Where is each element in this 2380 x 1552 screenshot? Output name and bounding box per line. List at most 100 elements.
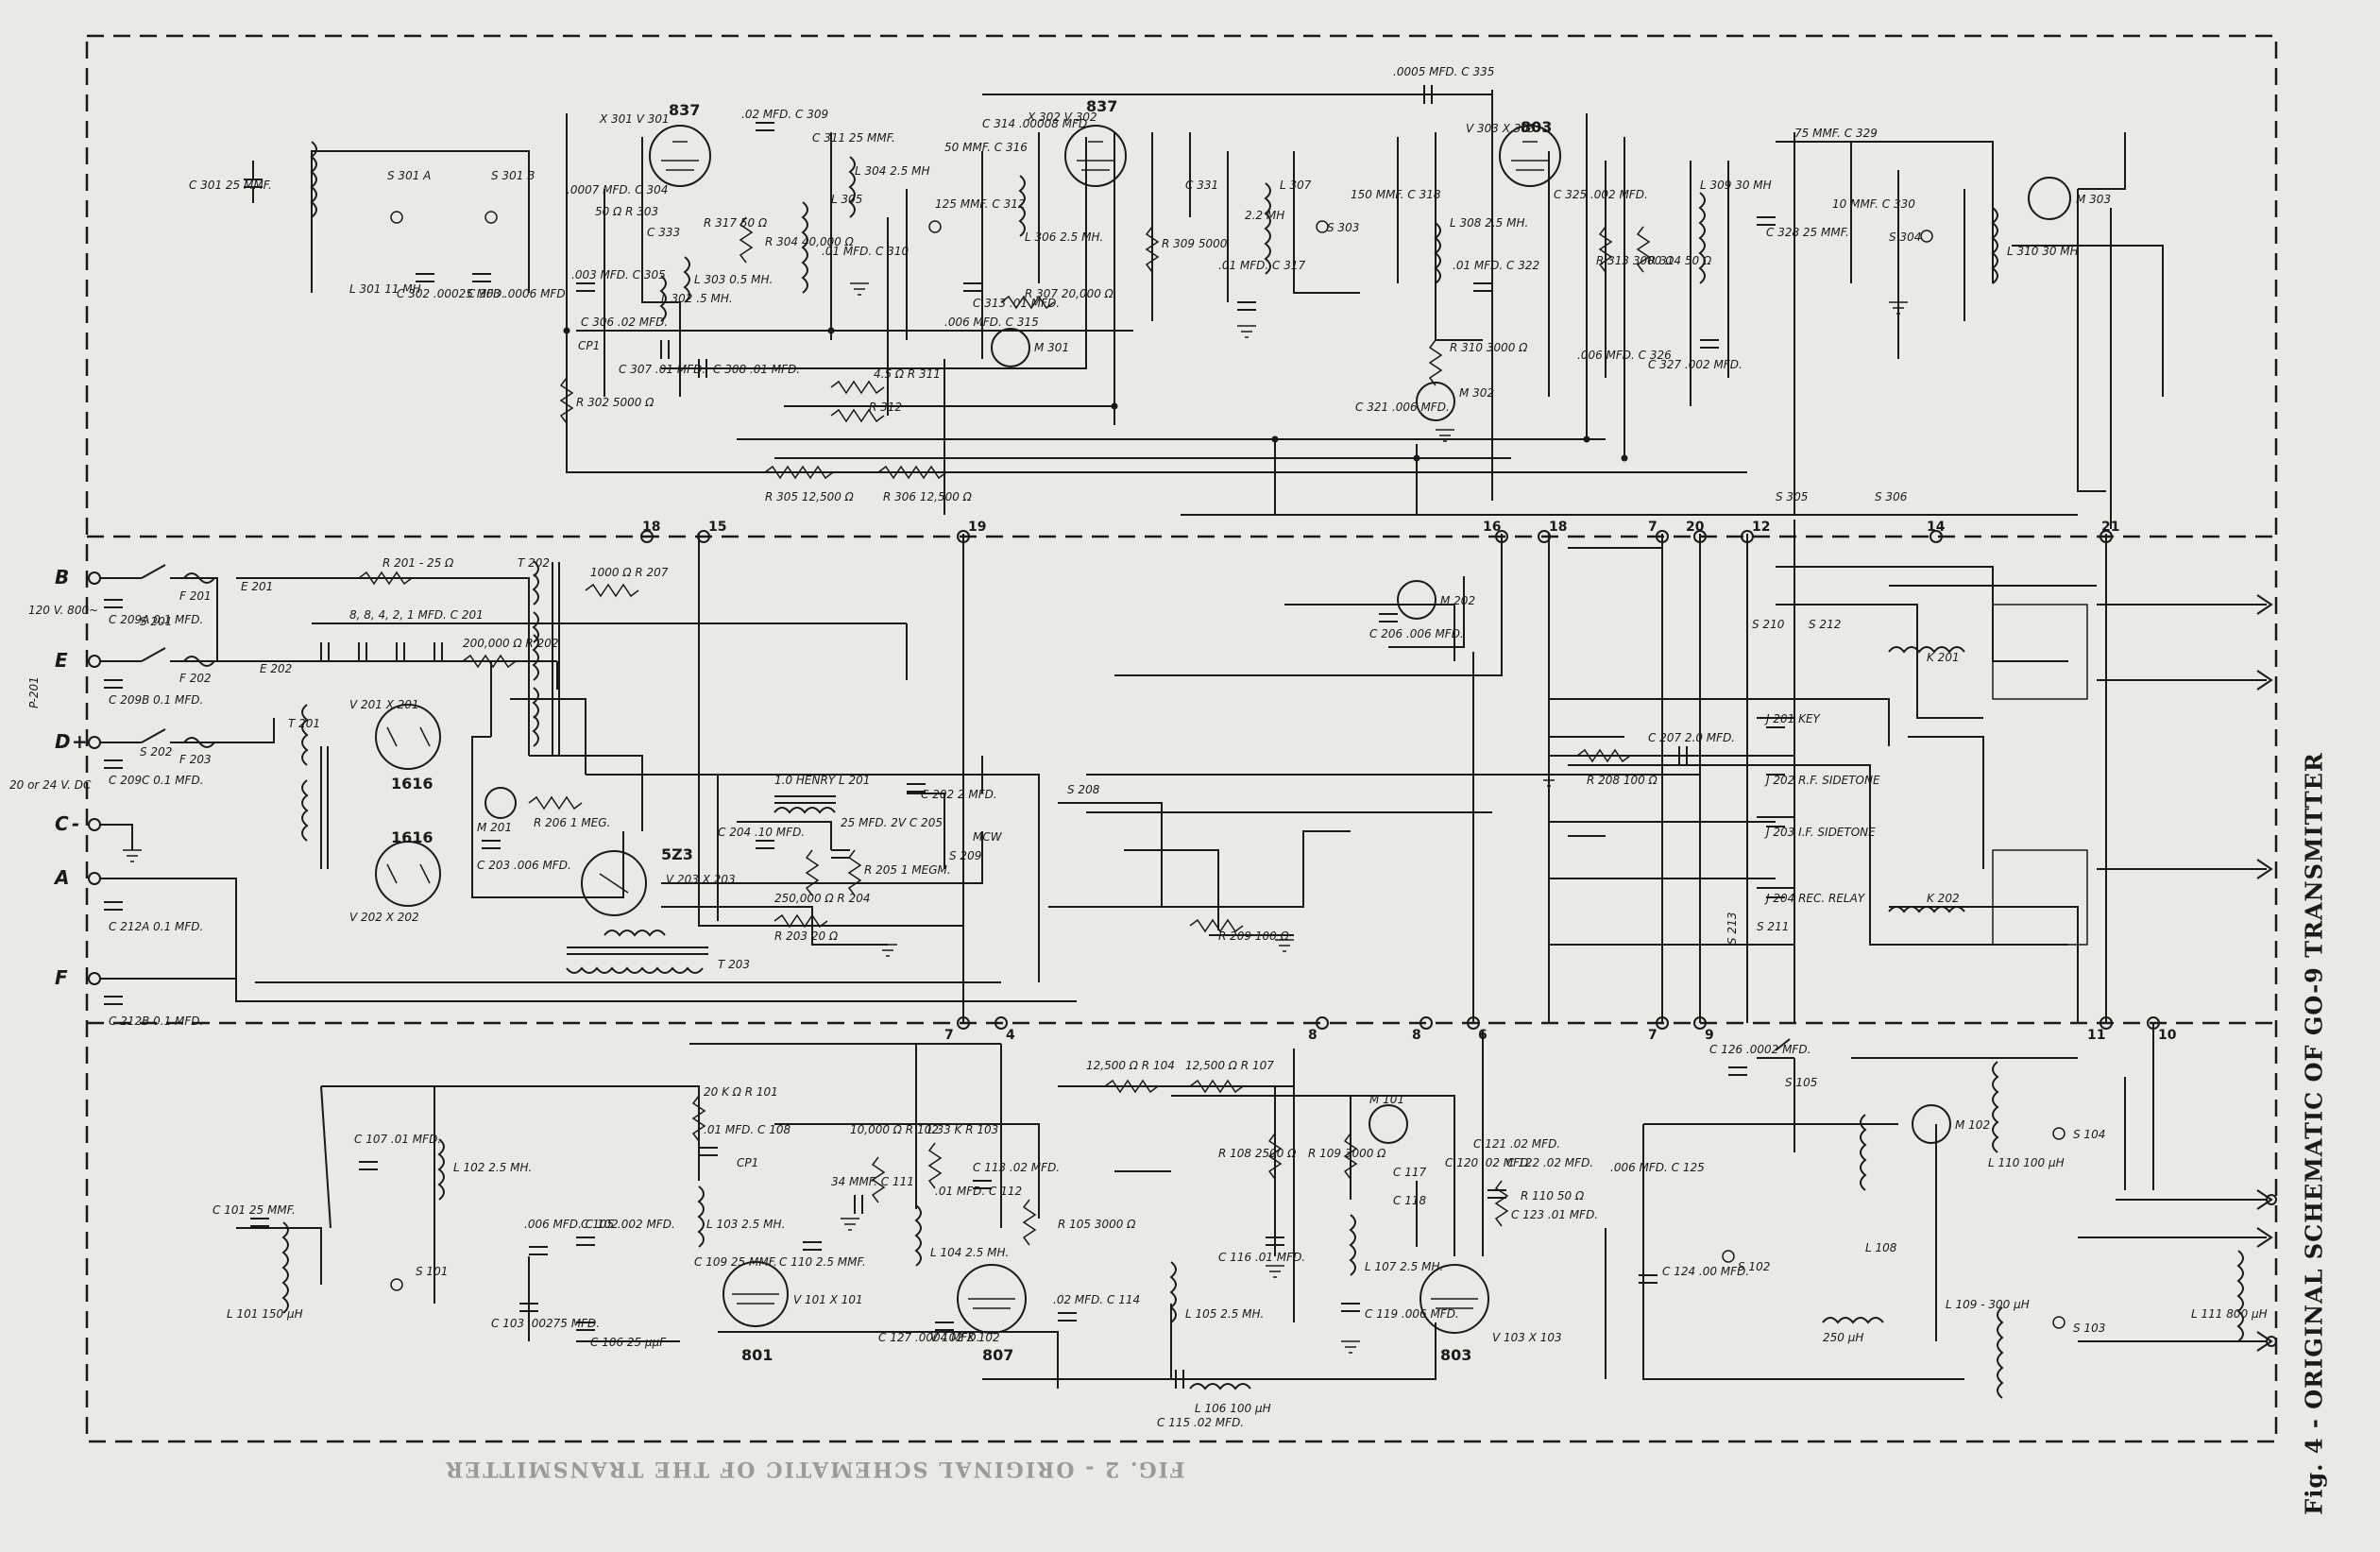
switch-s201 — [141, 564, 166, 662]
resistor-r101 — [691, 1095, 706, 1142]
capacitor-c309 — [756, 122, 774, 131]
meter-m302 — [1416, 382, 1455, 421]
pin-20: 20 — [1686, 520, 1705, 535]
label-e202: E 202 — [260, 662, 292, 675]
output-arrow-4 — [2256, 1189, 2273, 1210]
meter-m101 — [1368, 1104, 1408, 1144]
label-c102: .006 MFD. C 102 — [524, 1218, 619, 1231]
label-r107: 12,500 Ω R 107 — [1185, 1059, 1274, 1072]
label-c335: .0005 MFD. C 335 — [1393, 65, 1494, 78]
switch-s301a — [390, 211, 403, 224]
label-f203: F 203 — [179, 753, 212, 766]
label-c301: C 301 25 MMF. — [189, 179, 272, 192]
connector-pins-lower: 7 4 8 8 6 7 9 11 10 — [944, 1016, 2177, 1043]
tube-v102 — [957, 1264, 1027, 1334]
label-r109: R 109 3000 Ω — [1308, 1147, 1386, 1160]
capacitor-c204 — [756, 840, 774, 849]
coil-l301 — [310, 141, 317, 218]
switch-s103 — [2052, 1316, 2066, 1329]
label-c109: C 109 25 MMF. — [694, 1255, 777, 1269]
connector-pins-upper: 18 15 19 16 18 7 20 12 14 21 — [640, 520, 2119, 543]
capacitor-c207 — [1678, 746, 1688, 765]
pin-18a: 18 — [642, 520, 660, 535]
label-c114: .02 MFD. C 114 — [1053, 1293, 1140, 1306]
label-r317: R 317 50 Ω — [704, 216, 768, 230]
label-e201: E 201 — [241, 580, 273, 593]
supply-plug-label: P-201 — [27, 676, 41, 708]
capacitor-c301 — [244, 161, 263, 203]
label-c302: C 302 .00025 MFD. — [397, 287, 505, 300]
switch-s301b — [484, 211, 498, 224]
label-r309: R 309 5000 — [1162, 237, 1228, 250]
label-s208: S 208 — [1067, 783, 1100, 796]
meter-m101-label: M 101 — [1369, 1093, 1404, 1106]
tube-v303-ref: V 303 X 303 — [1466, 122, 1536, 135]
coil-l308 — [1434, 222, 1441, 284]
pin-15: 15 — [708, 520, 726, 535]
label-c103: C 103 .00275 MFD. — [491, 1317, 600, 1330]
terminal-c[interactable] — [88, 818, 101, 831]
coil-l101 — [281, 1221, 289, 1314]
label-c328: C 328 25 MMF. — [1766, 226, 1849, 239]
resistor-r305 — [764, 465, 834, 480]
terminal-f[interactable] — [88, 972, 101, 985]
capacitor-c201 — [320, 642, 443, 661]
label-r314: R 314 50 Ω — [1648, 254, 1712, 267]
relay-k201-coil — [1888, 646, 1965, 654]
capacitor-c119 — [1341, 1303, 1360, 1312]
terminal-b[interactable] — [88, 571, 101, 585]
terminal-d[interactable] — [88, 736, 101, 749]
capacitor-c209b — [104, 679, 123, 689]
resistor-r310 — [1428, 339, 1443, 386]
label-s104: S 104 — [2073, 1128, 2105, 1141]
label-c205: 25 MFD. 2V C 205 — [841, 816, 943, 829]
coil-l310 — [1991, 207, 1998, 284]
label-j202: J 202 R.F. SIDETONE — [1764, 774, 1880, 787]
label-c305: .003 MFD. C 305 — [571, 268, 666, 281]
label-s105: S 105 — [1785, 1076, 1817, 1089]
label-l310: L 310 30 MH — [2007, 245, 2079, 258]
tube-v203-ref: V 203 X 203 — [666, 873, 736, 886]
coil-l108 — [1822, 1317, 1884, 1324]
label-r105: R 105 3000 Ω — [1058, 1218, 1136, 1231]
label-c304: .0007 MFD. C 304 — [567, 183, 668, 196]
label-r310: R 310 3000 Ω — [1450, 341, 1528, 354]
capacitor-c212b — [104, 996, 123, 1005]
terminal-a[interactable] — [88, 872, 101, 885]
label-l309: L 309 30 MH — [1700, 179, 1772, 192]
label-s306: S 306 — [1875, 490, 1908, 503]
transformer-t203 — [566, 966, 704, 974]
label-cp1b: CP1 — [737, 1156, 758, 1169]
label-l105: L 105 2.5 MH. — [1185, 1307, 1264, 1321]
resistor-r206 — [528, 795, 583, 810]
capacitor-c102 — [529, 1246, 548, 1255]
supply-ac-label: 120 V. 800~ — [28, 604, 98, 617]
coil-l108b — [1860, 1114, 1867, 1191]
label-s202: S 202 — [140, 745, 172, 759]
resistor-r203 — [774, 913, 828, 929]
label-l107: L 107 2.5 MH. — [1365, 1260, 1443, 1273]
meter-m302-label: M 302 — [1459, 386, 1494, 400]
label-s301b: S 301 B — [491, 169, 535, 182]
output-arrow-5 — [2256, 1227, 2273, 1248]
resistor-r202 — [462, 654, 517, 669]
terminal-e-label: E — [55, 649, 68, 672]
meter-m102-label: M 102 — [1955, 1118, 1990, 1132]
capacitor-c306 — [660, 340, 670, 359]
switch-s302 — [928, 220, 942, 233]
label-l301: L 301 11 MH — [349, 282, 421, 296]
meter-m202-label: M 202 — [1440, 594, 1475, 607]
terminal-e[interactable] — [88, 655, 101, 668]
label-c123: C 123 .01 MFD. — [1511, 1208, 1598, 1221]
terminal-d-label: D — [55, 730, 71, 753]
label-c312: 125 MMF. C 312 — [935, 197, 1026, 211]
label-t201: T 201 — [288, 717, 320, 730]
jack-j204 — [1757, 887, 1795, 916]
label-c202: C 202 2 MFD. — [921, 788, 997, 801]
pin-10: 10 — [2158, 1028, 2177, 1043]
capacitor-c209a — [104, 599, 123, 608]
label-s303: S 303 — [1327, 221, 1359, 234]
capacitor-c114 — [1058, 1312, 1077, 1322]
label-l109: L 109 - 300 μH — [1946, 1298, 2030, 1311]
terminal-d-polarity: + — [72, 730, 88, 753]
